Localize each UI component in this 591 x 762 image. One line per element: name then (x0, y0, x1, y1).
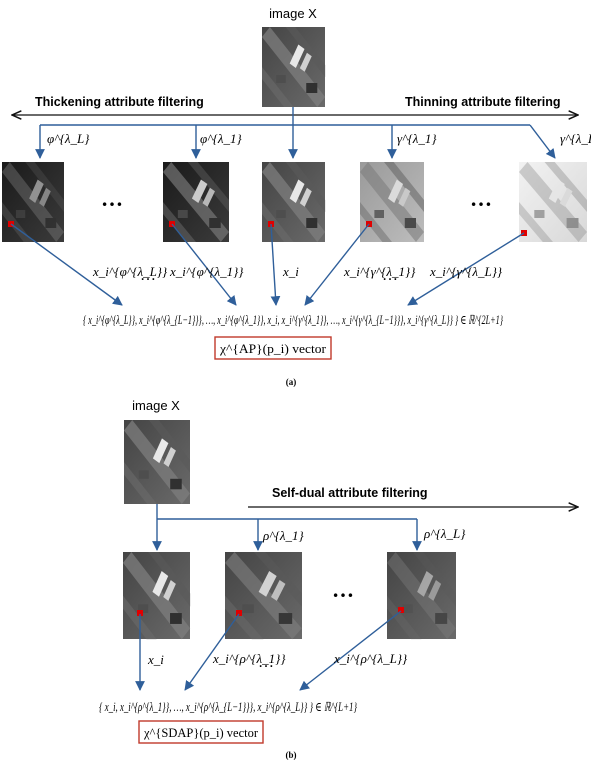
pixel-value-label: x_i^{ρ^{λ_L}} (333, 651, 408, 666)
pixel-value-label: x_i (282, 264, 299, 279)
ellipsis: … (140, 267, 156, 284)
filtered-image-thinning-L (519, 162, 587, 242)
pixel-value-label: x_i^{φ^{λ_L}} (92, 264, 168, 279)
ellipsis: … (470, 186, 492, 211)
panel-b-input-image (124, 420, 190, 504)
panel-a-input-image (262, 27, 325, 107)
filtered-image-thinning-1 (360, 162, 424, 242)
filter-label: γ^{λ_1} (397, 131, 437, 146)
filter-label: φ^{λ_1} (200, 131, 243, 146)
sdap-vector-label: χ^{SDAP}(p_i) vector (143, 726, 259, 740)
selfdual-image-original (123, 552, 190, 639)
filtered-image-thickening-L (2, 162, 64, 242)
pixel-value-label: x_i^{γ^{λ_1}} (343, 264, 416, 279)
filtered-image-thickening-1 (163, 162, 229, 242)
filter-label: ρ^{λ_L} (423, 526, 466, 541)
pixel-value-label: x_i^{γ^{λ_L}} (429, 264, 503, 279)
branch-arrow (530, 125, 555, 158)
caption-b: (b) (286, 750, 297, 760)
selfdual-label: Self-dual attribute filtering (272, 486, 428, 500)
pixel-value-label: x_i^{φ^{λ_1}} (169, 264, 244, 279)
ellipsis: … (332, 577, 354, 602)
attribute-profile-set: { x_i^{φ^{λ_L}}, x_i^{φ^{λ_{L−1}}}, …, x… (83, 313, 503, 327)
filter-label: ρ^{λ_1} (262, 528, 305, 543)
selfdual-image-L (387, 552, 456, 639)
pixel-value-label: x_i^{ρ^{λ_1}} (212, 651, 286, 666)
panel-a-image-label: image X (269, 6, 317, 21)
sdap-profile-set: { x_i, x_i^{ρ^{λ_1}}, …, x_i^{ρ^{λ_{L−1}… (99, 700, 357, 714)
ap-vector-label: χ^{AP}(p_i) vector (219, 342, 327, 356)
panel-b-image-label: image X (132, 398, 180, 413)
filter-label: φ^{λ_L} (47, 131, 90, 146)
ellipsis: … (382, 267, 398, 284)
filter-label: γ^{λ_L} (560, 131, 591, 146)
pixel-value-label: x_i (147, 652, 164, 667)
caption-a: (a) (286, 377, 297, 387)
thinning-label: Thinning attribute filtering (405, 95, 561, 109)
ellipsis: … (101, 186, 123, 211)
thickening-label: Thickening attribute filtering (35, 95, 204, 109)
ellipsis: … (258, 654, 274, 671)
selfdual-image-1 (225, 552, 302, 639)
